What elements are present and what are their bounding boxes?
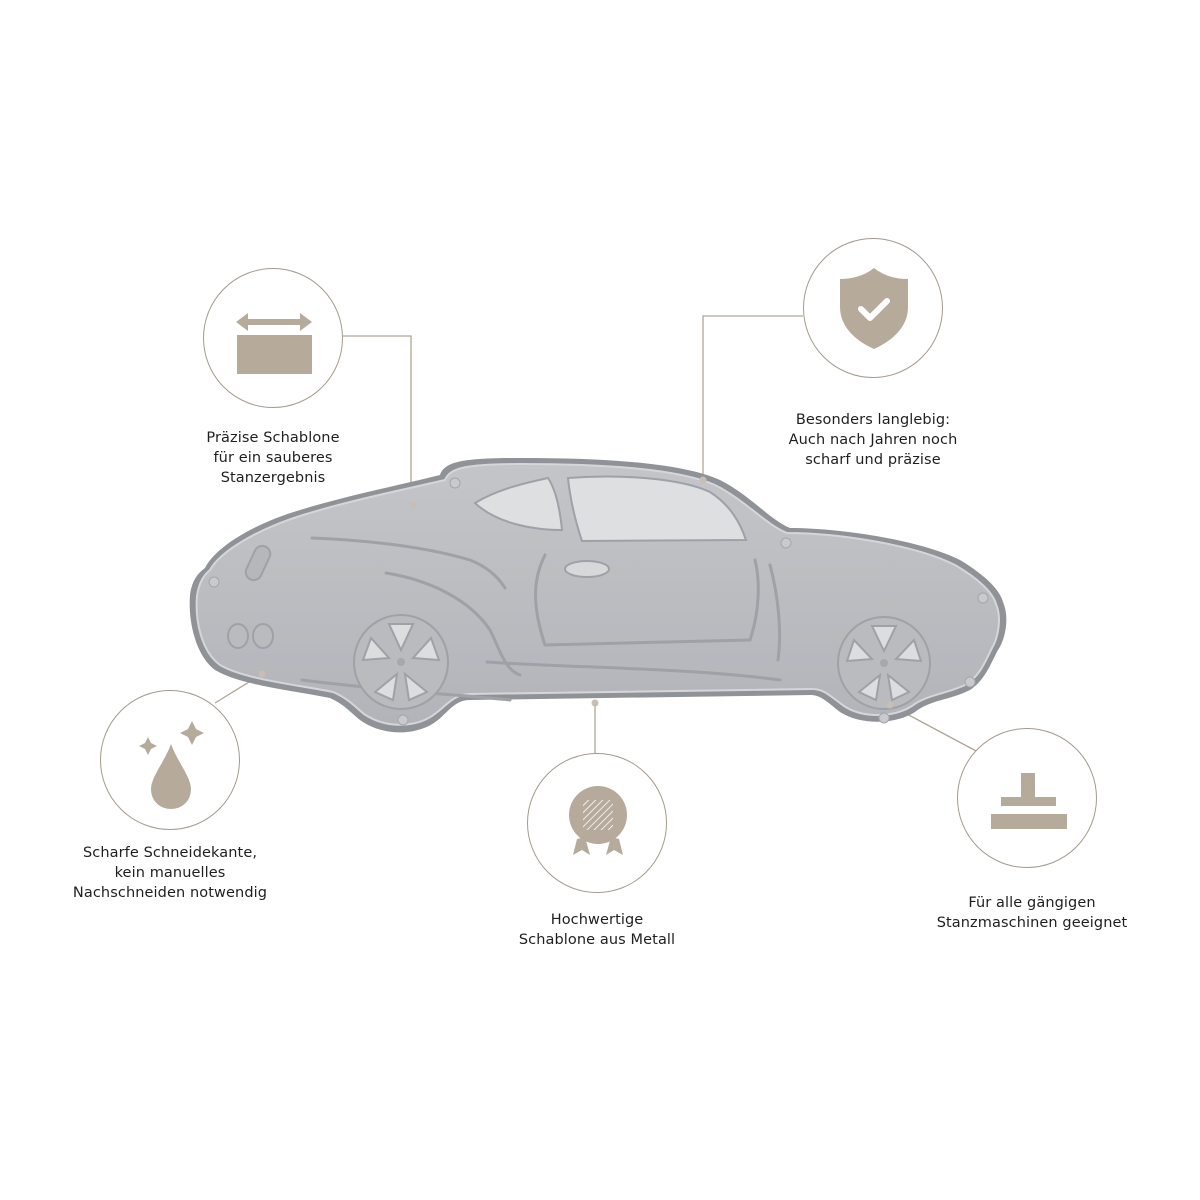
drop-sparkle-icon xyxy=(139,721,204,809)
connector-precise xyxy=(343,335,412,505)
feature-sharp-caption: Scharfe Schneidekante, kein manuelles Na… xyxy=(72,845,268,901)
shield-check-icon xyxy=(840,268,908,349)
feature-precise-caption: Präzise Schablone für ein sauberes Stanz… xyxy=(206,430,340,486)
connector-durable xyxy=(702,315,803,480)
feature-compatible-caption: Für alle gängigen Stanzmaschinen geeigne… xyxy=(936,895,1128,931)
feature-quality-circle xyxy=(527,753,667,893)
feature-quality-caption: Hochwertige Schablone aus Metall xyxy=(518,912,676,948)
feature-compatible-circle xyxy=(957,728,1097,868)
feature-precise-circle xyxy=(203,268,343,408)
award-badge-icon xyxy=(569,786,627,855)
front-wheel xyxy=(353,614,449,710)
rear-wheel xyxy=(837,616,931,710)
die-press-icon xyxy=(991,773,1067,829)
feature-sharp-circle xyxy=(100,690,240,830)
feature-durable-circle xyxy=(803,238,943,378)
feature-durable-caption: Besonders langlebig: Auch nach Jahren no… xyxy=(788,412,958,468)
width-arrow-block-icon xyxy=(236,313,312,374)
